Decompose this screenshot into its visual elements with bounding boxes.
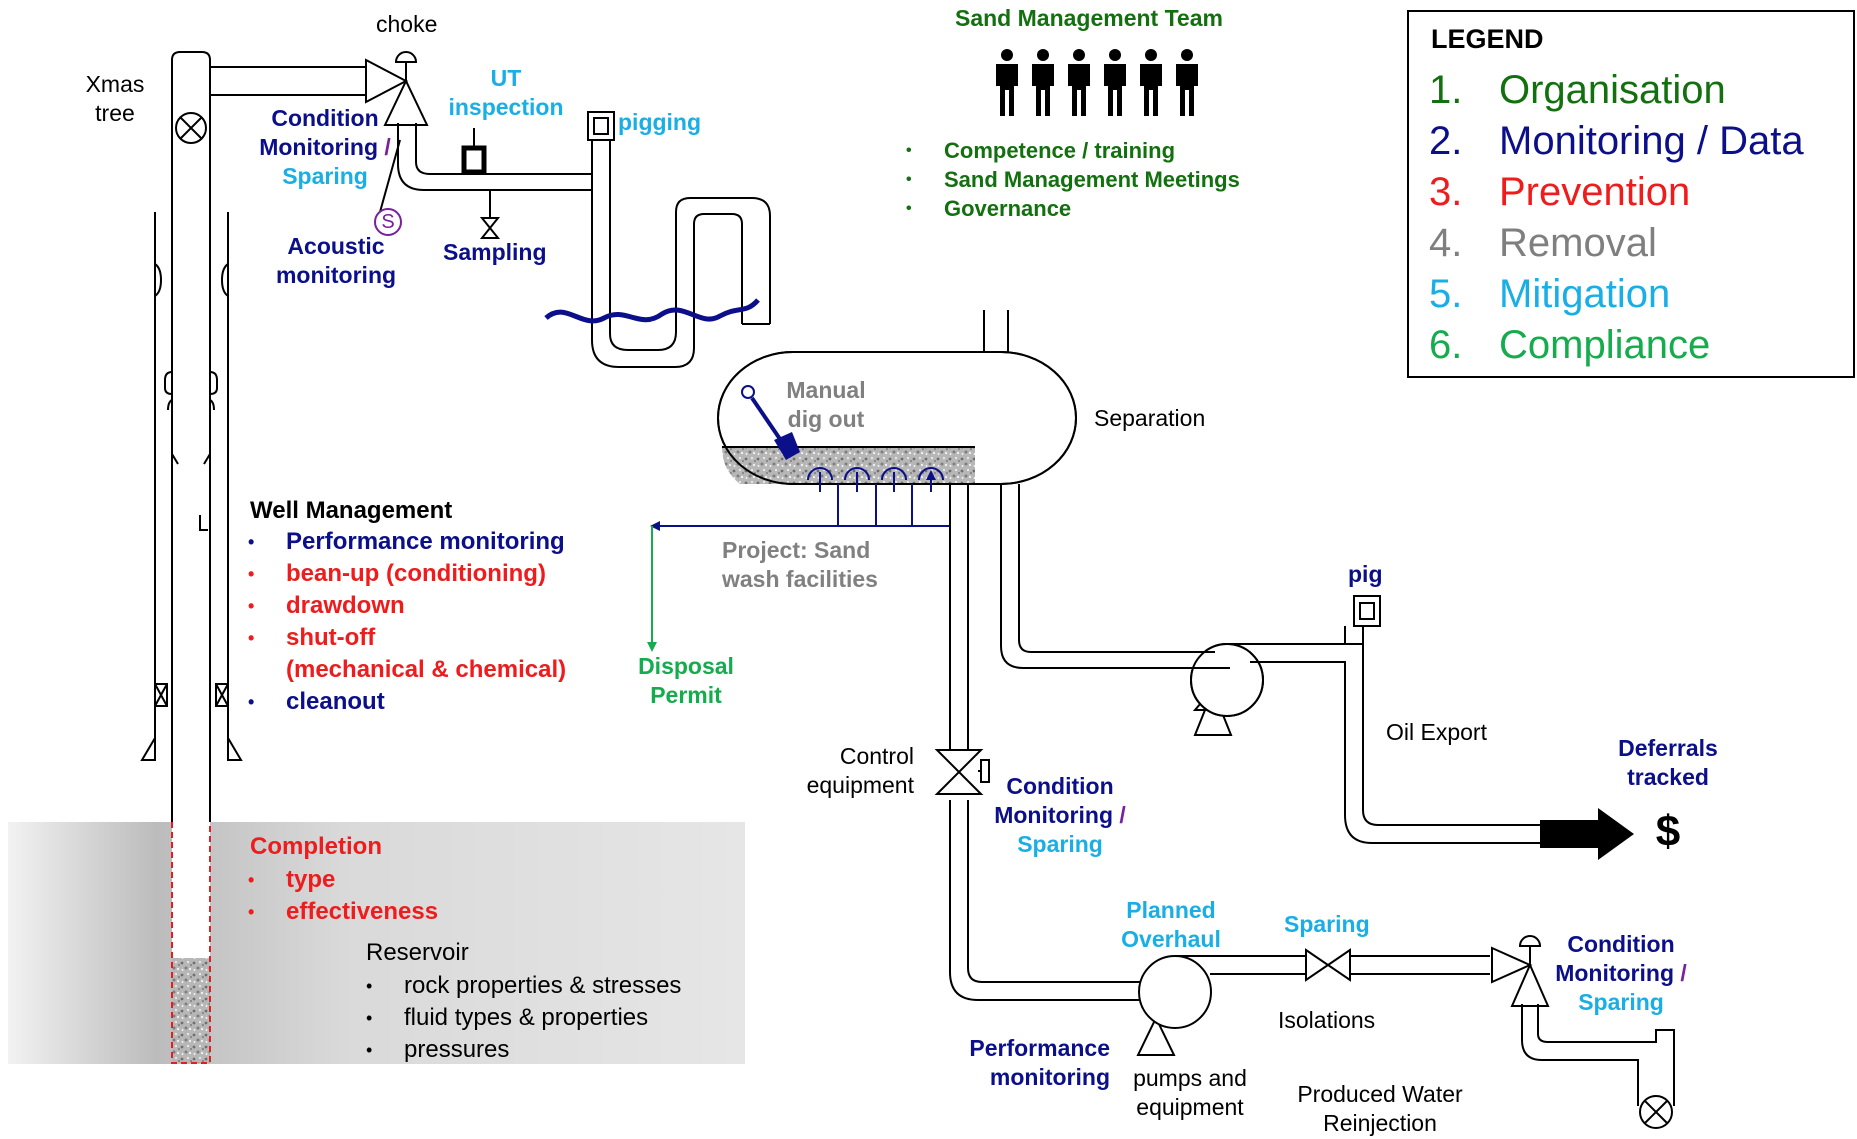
separation-label: Separation: [1094, 405, 1206, 431]
legend: LEGEND 1.Organisation 2.Monitoring / Dat…: [1407, 10, 1855, 378]
condition-monitoring-right-label: Condition Monitoring / Sparing: [1555, 931, 1687, 1015]
team-item: •Sand Management Meetings: [906, 167, 1240, 192]
condition-monitoring-mid-label: Condition Monitoring / Sparing: [994, 773, 1126, 857]
oil-export-label: Oil Export: [1386, 719, 1487, 745]
team-people-icons: [990, 48, 1212, 118]
well-management-item: •shut-off(mechanical & chemical): [248, 624, 567, 683]
legend-item: 5.Mitigation: [1429, 272, 1671, 316]
well-management-item: •bean-up (conditioning): [248, 560, 546, 587]
isolation-valve-icon: [1305, 948, 1490, 982]
reservoir-list: •rock properties & stresses •fluid types…: [366, 970, 681, 1066]
oil-outlet-line: [1000, 484, 1190, 669]
control-valve-icon: [934, 749, 990, 795]
injection-pump-icon: [1136, 955, 1309, 1056]
team-item: •Competence / training: [906, 138, 1176, 163]
injection-choke-icon: [1491, 935, 1550, 1007]
pigging-launcher-icon: [587, 111, 615, 141]
team-list: •Competence / training •Sand Management …: [906, 136, 1240, 223]
ut-inspection-marker: [461, 145, 487, 175]
completion-item: •type: [248, 866, 336, 893]
flowline-to-choke: [210, 66, 368, 96]
well-management-list: •Performance monitoring •bean-up (condit…: [248, 526, 566, 718]
legend-title: LEGEND: [1431, 24, 1544, 54]
oil-pig-launcher-icon: [1353, 595, 1381, 627]
sparing-label: Sparing: [1284, 911, 1370, 937]
completion-item: •effectiveness: [248, 898, 439, 925]
reservoir-item: •pressures: [366, 1036, 510, 1063]
injection-line: [1521, 1004, 1675, 1106]
well-management-item: •cleanout: [248, 688, 385, 715]
export-arrow-icon: [1540, 808, 1634, 860]
well-management-title: Well Management: [250, 497, 453, 524]
choke-label: choke: [376, 11, 438, 37]
legend-item: 6.Compliance: [1429, 323, 1711, 367]
sampling-label: Sampling: [443, 239, 547, 265]
condition-monitoring-top-label: Condition Monitoring / Sparing: [259, 105, 391, 189]
choke-valve-icon: [365, 51, 429, 126]
well-management-item: •drawdown: [248, 592, 405, 619]
isolations-label: Isolations: [1278, 1007, 1376, 1033]
completion-list: •type •effectiveness: [248, 864, 438, 928]
shovel-icon: [741, 385, 800, 460]
legend-item: 4.Removal: [1429, 221, 1657, 265]
reservoir-box: [8, 822, 745, 1064]
xmas-tree-valve-icon: [175, 112, 207, 144]
completion-title: Completion: [250, 833, 382, 860]
legend-item: 2.Monitoring / Data: [1429, 119, 1804, 163]
acoustic-symbol-label: S: [381, 211, 395, 233]
pig-label: pig: [1348, 561, 1383, 587]
well-management-item: •Performance monitoring: [248, 528, 565, 555]
injection-wellhead-icon: [1639, 1095, 1673, 1129]
team-item: •Governance: [906, 196, 1072, 221]
dollar-icon: $: [1655, 807, 1681, 856]
sand-wash-nozzles: [650, 468, 951, 531]
water-outlet-line: [949, 484, 1160, 1001]
reservoir-item: •rock properties & stresses: [366, 972, 682, 999]
well-string: [140, 51, 243, 822]
completion-sand-interval: [172, 958, 210, 1063]
oil-export-line: [1262, 643, 1540, 844]
reservoir-item: •fluid types & properties: [366, 1004, 649, 1031]
acoustic-sensor-icon: [374, 208, 402, 236]
legend-item: 1.Organisation: [1429, 68, 1726, 112]
reservoir-title: Reservoir: [366, 939, 469, 966]
legend-item: 3.Prevention: [1429, 170, 1691, 214]
sampling-valve-icon: [479, 190, 501, 239]
team-title: Sand Management Team: [955, 5, 1223, 31]
seabed-waterline: [544, 298, 760, 324]
pigging-label: pigging: [618, 109, 702, 135]
